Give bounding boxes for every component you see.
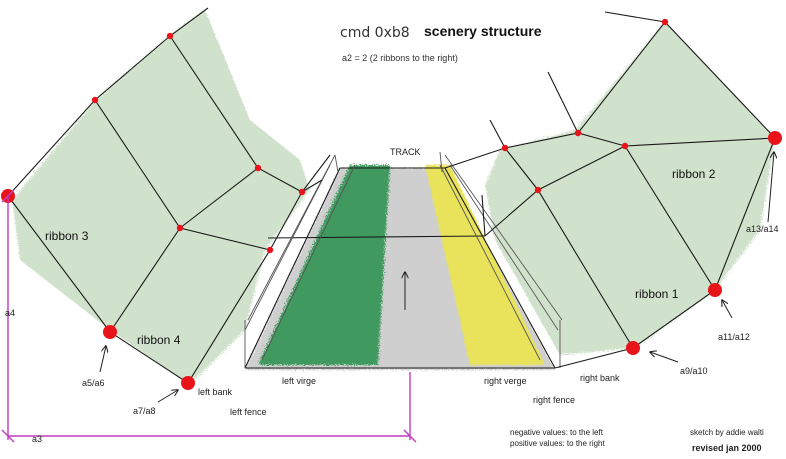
a9-a10-label: a9/a10 [680,366,708,376]
a7-a8-label: a7/a8 [133,406,156,416]
ribbon-joint-vertex [574,129,582,137]
a5-a6-label: a5/a6 [82,378,105,388]
diagram-subtitle: a2 = 2 (2 ribbons to the right) [342,53,458,63]
a3-label: a3 [32,434,42,444]
a4-label: a4 [5,308,15,318]
ribbon-1-label: ribbon 1 [635,287,679,301]
ribbon-joint-vertex [298,188,306,196]
negative-values-note: negative values: to the left [510,428,604,437]
ribbon-3-label: ribbon 3 [45,229,89,243]
cmd-label: cmd 0xb8 [340,25,410,41]
dimension-lines [1,189,417,443]
a11-a12-label: a11/a12 [718,332,750,342]
right-verge-area [425,165,545,365]
right-fence-label: right fence [533,395,575,405]
positive-values-note: positive values: to the right [510,439,605,448]
a13-a14-label: a13/a14 [746,224,779,234]
ribbon-4-label: ribbon 4 [137,333,181,347]
sketch-credit: sketch by addie walti [690,428,764,437]
ribbon-joint-vertex [501,144,509,152]
ribbon-end-vertex [626,341,640,355]
ribbon-end-vertex [708,283,722,297]
ribbon-joint-vertex [621,142,629,150]
ribbon-end-vertex [181,376,195,390]
revision-credit: revised jan 2000 [692,443,762,453]
left-scenery-area [12,10,310,385]
track-lines [244,151,563,369]
ribbon-joint-vertex [266,246,274,254]
ribbon-end-vertex [103,325,117,339]
left-verge-area [258,165,390,365]
ribbon-2-label: ribbon 2 [672,167,716,181]
left-fence-label: left fence [230,407,267,417]
left-virge-label: left virge [282,376,316,386]
track-label: TRACK [390,147,421,157]
ribbon-end-vertex [768,131,782,145]
right-verge-label: right verge [484,376,527,386]
left-bank-label: left bank [198,387,233,397]
ribbon-joint-vertex [91,96,99,104]
ribbon-joint-vertex [534,186,542,194]
diagram-title: scenery structure [424,23,542,39]
ribbon-joint-vertex [254,164,262,172]
ribbon-joint-vertex [661,18,669,26]
right-bank-label: right bank [580,373,620,383]
ribbon-joint-vertex [166,32,174,40]
annotation-arrows [99,152,774,403]
ribbon-joint-vertex [176,224,184,232]
right-scenery-area [485,22,775,355]
